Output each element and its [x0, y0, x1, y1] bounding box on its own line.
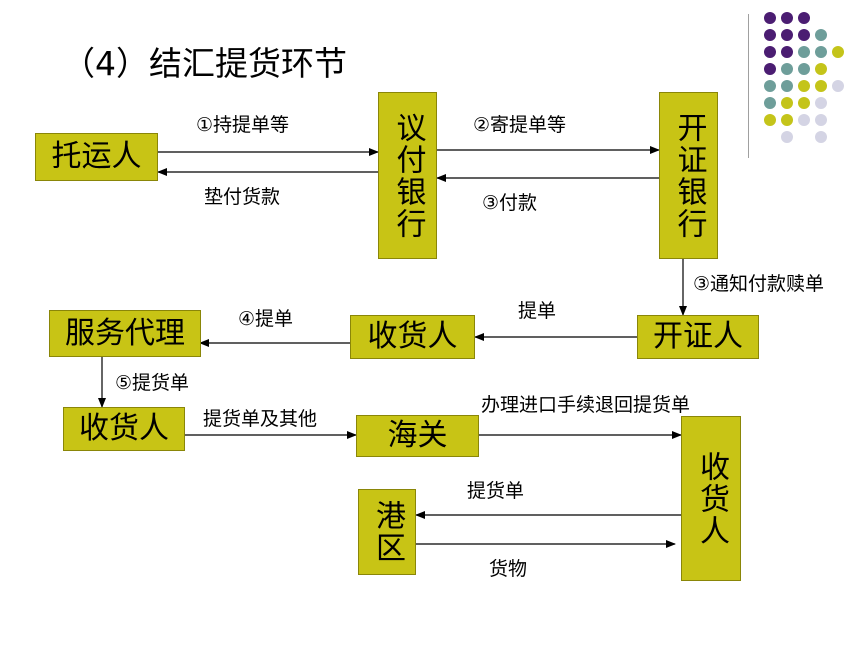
node-customs: 海关 [356, 415, 479, 457]
edge-label-issbank-to-negbank: ③付款 [482, 192, 538, 214]
node-issuing-bank: 开证银行 [659, 92, 718, 259]
node-port-label: 港区 [370, 500, 405, 564]
node-service-agent-label: 服务代理 [65, 315, 185, 351]
edge-label-consignee-to-customs: 提货单及其他 [203, 408, 318, 430]
decorative-divider [748, 14, 749, 158]
edge-label-negbank-to-issbank: ②寄提单等 [473, 114, 567, 136]
node-consignee-left-label: 收货人 [79, 411, 169, 446]
node-negotiating-bank-label: 议付银行 [390, 111, 426, 240]
edge-label-issbank-to-applicant: ③通知付款赎单 [693, 273, 825, 295]
edge-label-consignee-to-port: 提货单 [467, 480, 525, 502]
edge-label-shipper-to-negbank: ①持提单等 [196, 114, 290, 136]
node-applicant: 开证人 [637, 315, 759, 359]
node-consignee-mid-label: 收货人 [367, 319, 458, 354]
edge-label-negbank-to-shipper: 垫付货款 [204, 186, 281, 208]
edge-label-agent-to-consignee: ⑤提货单 [115, 372, 190, 394]
node-customs-label: 海关 [387, 418, 448, 453]
edge-label-port-to-consignee: 货物 [489, 558, 528, 580]
node-port: 港区 [358, 489, 416, 575]
edge-label-applicant-to-consignee: 提单 [518, 300, 557, 322]
node-consignee-left: 收货人 [63, 407, 185, 451]
node-consignee-right: 收货人 [681, 416, 741, 581]
node-shipper: 托运人 [35, 133, 158, 181]
node-negotiating-bank: 议付银行 [378, 92, 437, 259]
node-applicant-label: 开证人 [653, 319, 743, 354]
node-shipper-label: 托运人 [51, 139, 142, 174]
node-issuing-bank-label: 开证银行 [671, 111, 707, 240]
edge-label-consignee-to-agent: ④提单 [238, 308, 294, 330]
edge-label-customs-to-consignee: 办理进口手续退回提货单 [481, 394, 691, 416]
node-service-agent: 服务代理 [49, 310, 201, 357]
page-title: （4）结汇提货环节 [62, 44, 347, 83]
node-consignee-right-label: 收货人 [694, 450, 729, 547]
node-consignee-mid: 收货人 [350, 315, 475, 359]
